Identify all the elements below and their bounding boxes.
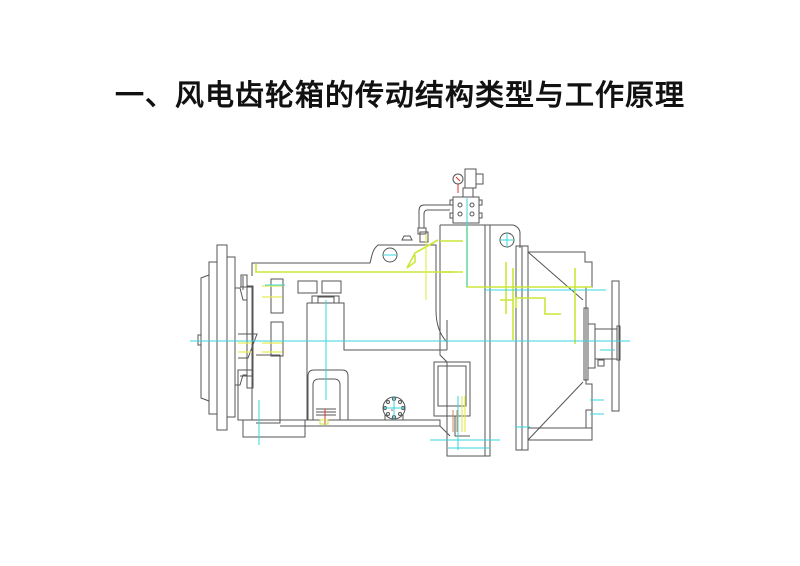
slide-title: 一、风电齿轮箱的传动结构类型与工作原理: [114, 78, 685, 112]
valve-block: [417, 168, 484, 235]
main-housing: [237, 231, 451, 438]
input-flange: [197, 244, 254, 431]
output-housing: [515, 245, 621, 451]
centerlines: [190, 198, 630, 450]
lubrication-lines: [238, 225, 592, 432]
red-marks: [319, 409, 393, 425]
